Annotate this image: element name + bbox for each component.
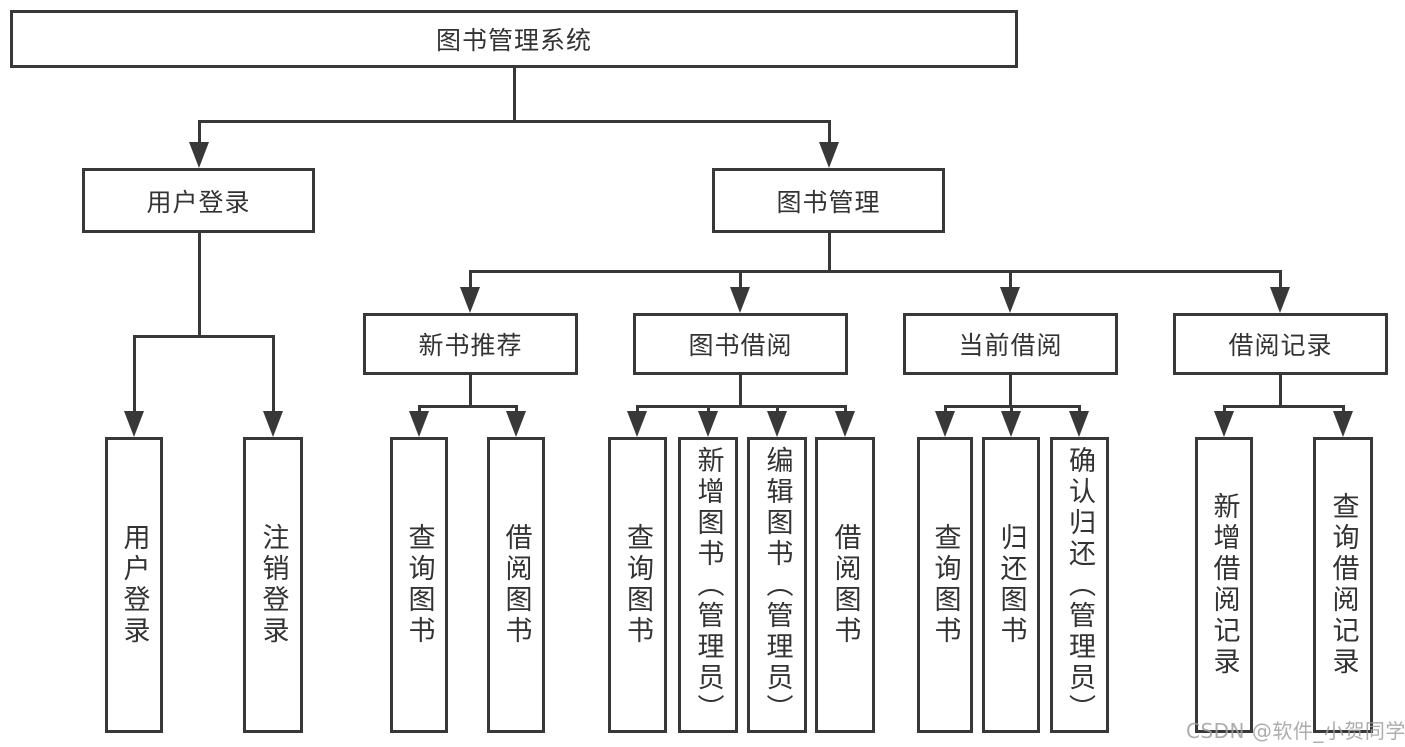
connector-borrow-record-drop	[1279, 270, 1282, 290]
node-borrow-record: 借阅记录	[1173, 313, 1388, 375]
node-root-label: 图书管理系统	[435, 26, 592, 55]
leaf-br-add-record: 新增借阅记录	[1195, 437, 1253, 733]
leaf-logout-label: 注销登录	[257, 523, 289, 647]
connector-br-bar	[1223, 405, 1344, 408]
leaf-br-add-record-label: 新增借阅记录	[1208, 492, 1240, 678]
arrowhead-logout-leaf	[263, 411, 283, 437]
arrowhead-book-borrow	[730, 287, 750, 313]
node-user-login: 用户登录	[82, 168, 315, 233]
arrowhead-bb-add	[698, 411, 718, 437]
leaf-bb-borrow-book: 借阅图书	[815, 437, 875, 733]
leaf-br-query-record-label: 查询借阅记录	[1327, 492, 1359, 678]
connector-current-borrow-drop	[1009, 270, 1012, 290]
arrowhead-bb-query	[627, 411, 647, 437]
leaf-rec-query-book: 查询图书	[390, 437, 448, 733]
node-current-borrow: 当前借阅	[903, 313, 1118, 375]
connector-cb-query-drop	[944, 405, 947, 415]
node-new-book-rec-label: 新书推荐	[418, 331, 523, 360]
connector-rec-borrow-drop	[515, 405, 518, 415]
arrowhead-current-borrow	[1000, 287, 1020, 313]
connector-bb-add-drop	[707, 405, 710, 415]
leaf-bb-add-book: 新增图书（管理员）	[678, 437, 738, 733]
node-book-mgmt: 图书管理	[712, 168, 945, 233]
connector-new-book-rec-drop	[469, 270, 472, 290]
leaf-rec-query-book-label: 查询图书	[403, 523, 435, 647]
connector-book-borrow-drop	[739, 270, 742, 290]
connector-rec-bar	[418, 405, 518, 408]
leaf-rec-borrow-book-label: 借阅图书	[500, 523, 532, 647]
leaf-bb-query-book-label: 查询图书	[622, 523, 653, 647]
arrowhead-br-add	[1214, 411, 1234, 437]
leaf-bb-query-book: 查询图书	[608, 437, 667, 733]
connector-bb-stem	[739, 375, 742, 407]
arrowhead-bb-edit	[767, 411, 787, 437]
node-current-borrow-label: 当前借阅	[958, 331, 1063, 360]
connector-bb-edit-drop	[776, 405, 779, 415]
arrowhead-rec-borrow	[506, 411, 526, 437]
leaf-cb-confirm-return: 确认归还（管理员）	[1050, 437, 1109, 733]
connector-bb-query-drop	[636, 405, 639, 415]
arrowhead-cb-confirm	[1069, 411, 1089, 437]
arrowhead-login-leaf	[124, 411, 144, 437]
node-book-mgmt-label: 图书管理	[776, 187, 881, 217]
connector-bb-borrow-drop	[844, 405, 847, 415]
leaf-bb-add-book-label: 新增图书（管理员）	[692, 445, 724, 725]
connector-book-mgmt-drop	[828, 120, 831, 146]
connector-rec-query-drop	[418, 405, 421, 415]
connector-bb-bar	[636, 405, 846, 408]
connector-br-stem	[1279, 375, 1282, 407]
node-user-login-label: 用户登录	[146, 187, 251, 217]
connector-user-login-stem	[198, 233, 201, 335]
arrowhead-book-mgmt	[819, 142, 839, 168]
node-borrow-record-label: 借阅记录	[1228, 331, 1333, 360]
node-book-borrow-label: 图书借阅	[688, 331, 793, 360]
node-book-borrow: 图书借阅	[633, 313, 848, 375]
connector-level1-bar	[198, 120, 831, 123]
arrowhead-bb-borrow	[835, 411, 855, 437]
leaf-bb-edit-book-label: 编辑图书（管理员）	[761, 445, 793, 725]
leaf-br-query-record: 查询借阅记录	[1313, 437, 1373, 733]
connector-br-add-drop	[1223, 405, 1226, 415]
leaf-logout: 注销登录	[243, 437, 303, 733]
arrowhead-cb-query	[935, 411, 955, 437]
arrowhead-user-login	[189, 142, 209, 168]
leaf-cb-query-book: 查询图书	[917, 437, 973, 733]
connector-br-query-drop	[1342, 405, 1345, 415]
connector-user-login-drop	[198, 120, 201, 146]
connector-rec-stem	[469, 375, 472, 407]
connector-book-mgmt-stem	[828, 233, 831, 273]
connector-root-stem	[513, 68, 516, 120]
arrowhead-new-book-rec	[460, 287, 480, 313]
arrowhead-br-query	[1333, 411, 1353, 437]
leaf-cb-confirm-return-label: 确认归还（管理员）	[1064, 445, 1095, 725]
connector-cb-stem	[1009, 375, 1012, 407]
leaf-cb-query-book-label: 查询图书	[929, 523, 961, 647]
connector-login-leaf-drop	[133, 335, 136, 413]
leaf-bb-borrow-book-label: 借阅图书	[829, 523, 861, 647]
leaf-user-login: 用户登录	[105, 437, 163, 733]
connector-cb-confirm-drop	[1078, 405, 1081, 415]
node-root: 图书管理系统	[10, 10, 1018, 68]
connector-logout-leaf-drop	[272, 335, 275, 413]
arrowhead-borrow-record	[1270, 287, 1290, 313]
node-new-book-rec: 新书推荐	[363, 313, 578, 375]
leaf-bb-edit-book: 编辑图书（管理员）	[747, 437, 807, 733]
csdn-watermark: CSDN @软件_小贺同学	[1186, 719, 1405, 743]
connector-level3-bar	[469, 270, 1282, 273]
leaf-rec-borrow-book: 借阅图书	[487, 437, 545, 733]
leaf-cb-return-book: 归还图书	[982, 437, 1040, 733]
arrowhead-cb-return	[1001, 411, 1021, 437]
connector-user-login-bar	[133, 335, 274, 338]
leaf-cb-return-book-label: 归还图书	[995, 523, 1027, 647]
arrowhead-rec-query	[409, 411, 429, 437]
leaf-user-login-label: 用户登录	[118, 523, 150, 647]
connector-cb-return-drop	[1010, 405, 1013, 415]
